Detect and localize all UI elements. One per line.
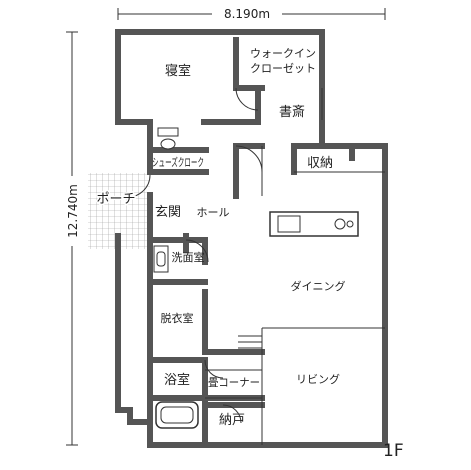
walls (115, 29, 388, 448)
bathtub-icon (155, 401, 199, 429)
room-shoes-cloak: シューズクローク (152, 155, 204, 169)
room-dining: ダイニング (291, 279, 346, 293)
room-washroom: 洗面室 (172, 250, 205, 264)
floor-label: 1F (383, 441, 404, 461)
kitchen-island (269, 211, 359, 237)
room-walkin-closet-line1: ウォークインクローゼット (250, 47, 316, 75)
toilet-icon (157, 127, 179, 150)
room-living: リビング (296, 372, 340, 386)
depth-dimension: 12.740m (63, 31, 81, 446)
interior-lines (127, 87, 385, 445)
room-tatami-corner: 畳コーナー (208, 376, 260, 389)
depth-label: 12.740m (66, 184, 80, 238)
width-dimension: 8.190m (117, 5, 386, 21)
room-storage: 収納 (307, 156, 333, 171)
room-study: 書斎 (279, 104, 305, 120)
room-bedroom: 寝室 (165, 63, 191, 79)
washbasin-icon (153, 245, 169, 273)
room-storeroom: 納戸 (219, 413, 245, 428)
width-label: 8.190m (224, 7, 270, 21)
room-porch: ポーチ (96, 192, 135, 207)
room-bathroom: 浴室 (164, 372, 190, 388)
room-hall: ホール (197, 206, 230, 219)
room-entrance: 玄関 (155, 205, 181, 220)
room-dressing: 脱衣室 (161, 311, 194, 325)
